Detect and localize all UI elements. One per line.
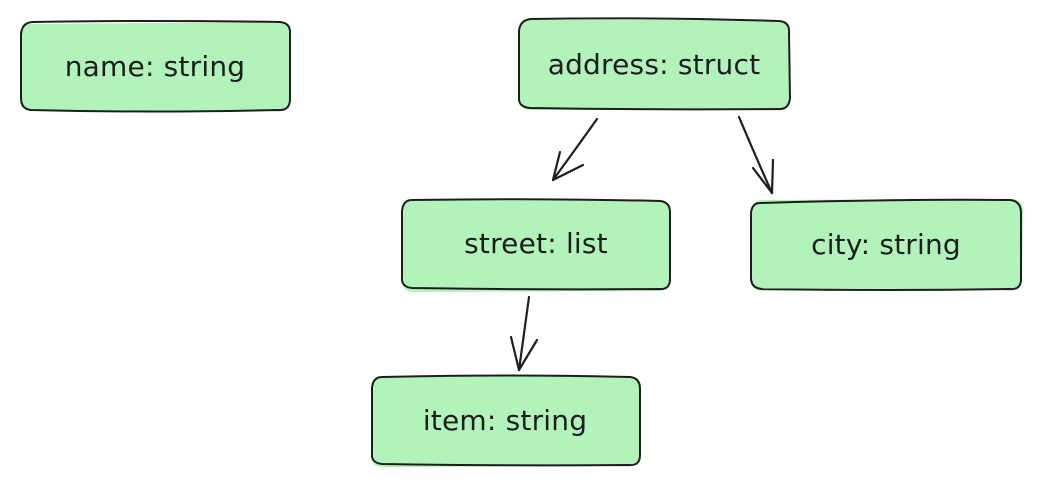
edge-address-city-arrowhead — [751, 158, 775, 195]
edge-street-to-item — [509, 295, 539, 372]
node-street[interactable]: street: list — [400, 198, 671, 292]
node-name-label: name: string — [65, 50, 246, 83]
node-city-label: city: string — [811, 228, 961, 261]
node-address-label: address: struct — [548, 48, 761, 81]
edge-street-item-arrowhead — [509, 335, 539, 372]
edge-address-street-arrowhead — [551, 150, 585, 182]
node-name[interactable]: name: string — [20, 20, 292, 113]
edge-street-item-line — [517, 295, 531, 372]
edge-address-to-street — [551, 117, 599, 182]
node-address[interactable]: address: struct — [517, 17, 791, 111]
edge-address-city-line — [737, 115, 774, 195]
node-city[interactable]: city: string — [750, 198, 1023, 291]
node-item[interactable]: item: string — [370, 374, 641, 468]
edge-address-to-city — [737, 115, 775, 195]
edge-address-street-line — [551, 117, 599, 182]
node-item-label: item: string — [423, 404, 587, 437]
node-street-label: street: list — [464, 227, 608, 260]
